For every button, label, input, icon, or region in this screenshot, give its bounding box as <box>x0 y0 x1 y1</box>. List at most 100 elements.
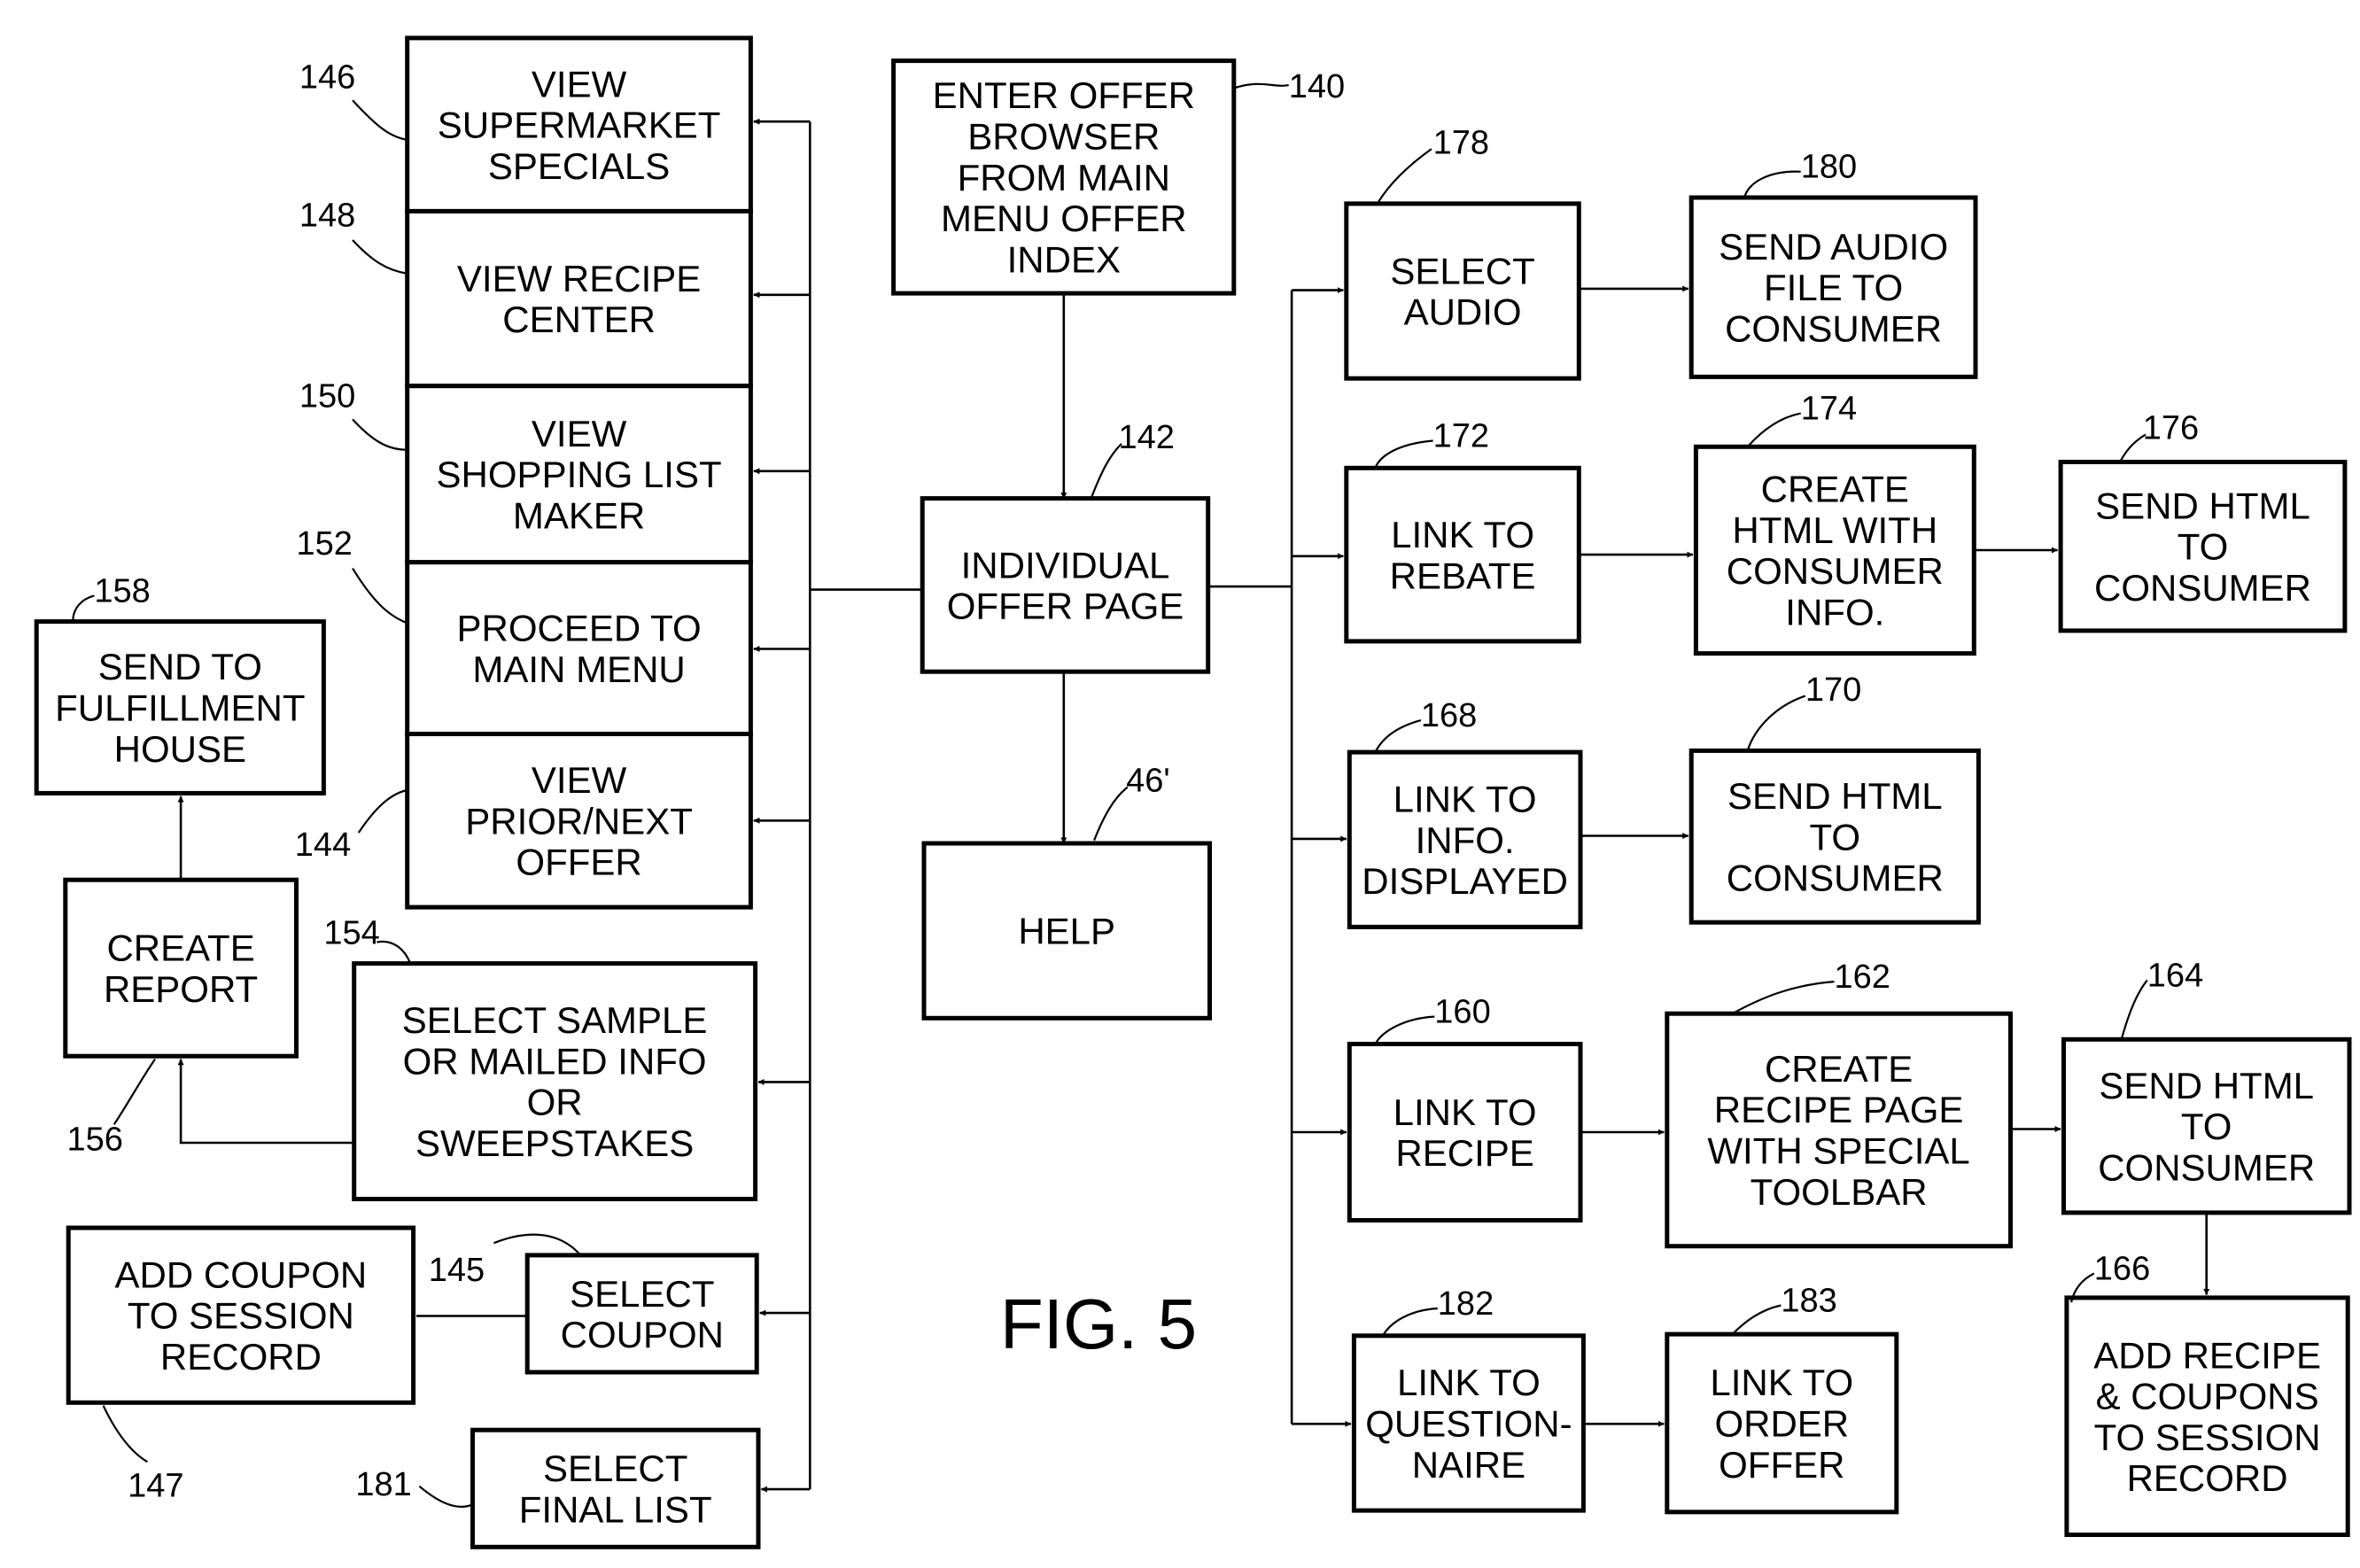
send-html-170-text-line: TO <box>1810 816 1861 858</box>
link-to-recipe-rect <box>1347 1042 1583 1223</box>
link-to-rebate-text-line: REBATE <box>1390 555 1536 596</box>
link-to-info-displayed-text-line: LINK TO <box>1393 778 1537 819</box>
select-audio-text-line: AUDIO <box>1404 291 1522 333</box>
enter-offer-browser-text-line: BROWSER <box>967 116 1160 158</box>
reference-numeral-158: 158 <box>94 572 150 609</box>
create-recipe-page-text-line: WITH SPECIAL <box>1707 1130 1969 1172</box>
add-coupon-to-session-record-text-line: RECORD <box>160 1336 322 1378</box>
send-audio-file-rect <box>1688 195 1978 379</box>
link-to-recipe-text-line: LINK TO <box>1393 1091 1537 1133</box>
reference-numeral-183: 183 <box>1781 1282 1836 1319</box>
reference-numeral-182: 182 <box>1438 1285 1494 1323</box>
leader-line-147 <box>102 1405 148 1463</box>
view-prior-next-offer-text-line: PRIOR/NEXT <box>465 800 693 842</box>
proceed-to-main-menu-text-line: PROCEED TO <box>457 608 702 649</box>
leader-line-150 <box>352 418 408 451</box>
create-html-consumer-info-text-line: HTML WITH <box>1732 509 1937 551</box>
leader-line-181 <box>418 1485 473 1508</box>
send-html-164-text-line: SEND HTML <box>2099 1065 2314 1106</box>
leader-line-172 <box>1374 439 1433 469</box>
send-html-176-text-line: CONSUMER <box>2094 567 2311 609</box>
enter-offer-browser-text-line: FROM MAIN <box>958 157 1170 198</box>
view-supermarket-specials-text-line: SUPERMARKET <box>438 105 721 146</box>
reference-numeral-152: 152 <box>297 525 353 563</box>
add-recipe-coupons-text-line: RECORD <box>2127 1457 2288 1499</box>
reference-numeral-146: 146 <box>299 59 355 97</box>
link-to-order-offer-text-line: OFFER <box>1719 1444 1844 1486</box>
enter-offer-browser-text-line: INDEX <box>1007 239 1121 281</box>
view-prior-next-offer-rect <box>405 732 753 910</box>
select-coupon-text-line: SELECT <box>570 1273 714 1315</box>
reference-numeral-160: 160 <box>1434 994 1490 1031</box>
create-report-rect <box>63 877 299 1059</box>
select-sample-text-line: OR MAILED INFO <box>403 1040 707 1082</box>
select-coupon-text-line: COUPON <box>561 1314 724 1355</box>
view-shopping-list-maker-text-line: SHOPPING LIST <box>437 454 722 495</box>
reference-numeral-181: 181 <box>355 1466 411 1503</box>
leader-line-158 <box>72 594 95 622</box>
send-html-164-text-line: CONSUMER <box>2098 1146 2315 1188</box>
link-to-order-offer-text-line: LINK TO <box>1710 1362 1853 1403</box>
send-html-164-text-line: TO <box>2181 1106 2232 1147</box>
leader-line-164 <box>2120 979 2148 1040</box>
leader-line-46' <box>1093 786 1129 841</box>
leader-line-160 <box>1374 1015 1435 1045</box>
link-to-order-offer-rect <box>1665 1331 1899 1515</box>
send-audio-file-text-line: SEND AUDIO <box>1719 226 1948 268</box>
add-coupon-to-session-record-text-line: ADD COUPON <box>115 1254 368 1295</box>
select-final-list-text-line: FINAL LIST <box>519 1488 712 1530</box>
add-recipe-coupons-text-line: & COUPONS <box>2096 1376 2319 1417</box>
select-sample-text-line: SWEEPSTAKES <box>415 1122 694 1164</box>
reference-numeral-46p: 46' <box>1126 763 1170 800</box>
leader-line-140 <box>1233 82 1289 89</box>
link-to-order-offer-text-line: ORDER <box>1714 1403 1849 1445</box>
view-recipe-center-text-line: CENTER <box>502 299 656 340</box>
view-recipe-center-rect <box>405 208 753 389</box>
individual-offer-page-text-line: INDIVIDUAL <box>961 544 1170 586</box>
create-report-text-line: CREATE <box>106 928 254 969</box>
send-html-170-rect <box>1688 748 1981 925</box>
reference-numeral-166: 166 <box>2094 1250 2150 1287</box>
reference-numeral-164: 164 <box>2147 957 2203 994</box>
reference-numeral-174: 174 <box>1801 390 1857 427</box>
send-to-fulfillment-house-rect <box>34 619 326 796</box>
create-recipe-page-text-line: RECIPE PAGE <box>1714 1089 1964 1130</box>
select-final-list-rect <box>470 1427 761 1549</box>
reference-numeral-144: 144 <box>295 827 351 864</box>
select-sample-rect <box>352 961 758 1201</box>
view-prior-next-offer-text-line: VIEW <box>532 759 627 801</box>
enter-offer-browser-text-line: ENTER OFFER <box>933 74 1195 116</box>
create-recipe-page-text-line: CREATE <box>1765 1048 1913 1090</box>
add-coupon-to-session-record-rect <box>66 1225 416 1405</box>
send-html-176-text-line: TO <box>2178 526 2229 568</box>
leader-line-154 <box>377 940 412 965</box>
leader-line-174 <box>1746 412 1801 448</box>
send-html-170-text-line: CONSUMER <box>1727 858 1944 899</box>
leader-line-180 <box>1743 170 1801 198</box>
send-audio-file-text-line: FILE TO <box>1764 267 1903 308</box>
view-supermarket-specials-text-line: VIEW <box>532 63 627 105</box>
reference-numeral-156: 156 <box>67 1122 123 1159</box>
send-to-fulfillment-house-text-line: SEND TO <box>98 646 262 687</box>
reference-numeral-154: 154 <box>323 914 379 951</box>
reference-numeral-170: 170 <box>1805 671 1861 709</box>
